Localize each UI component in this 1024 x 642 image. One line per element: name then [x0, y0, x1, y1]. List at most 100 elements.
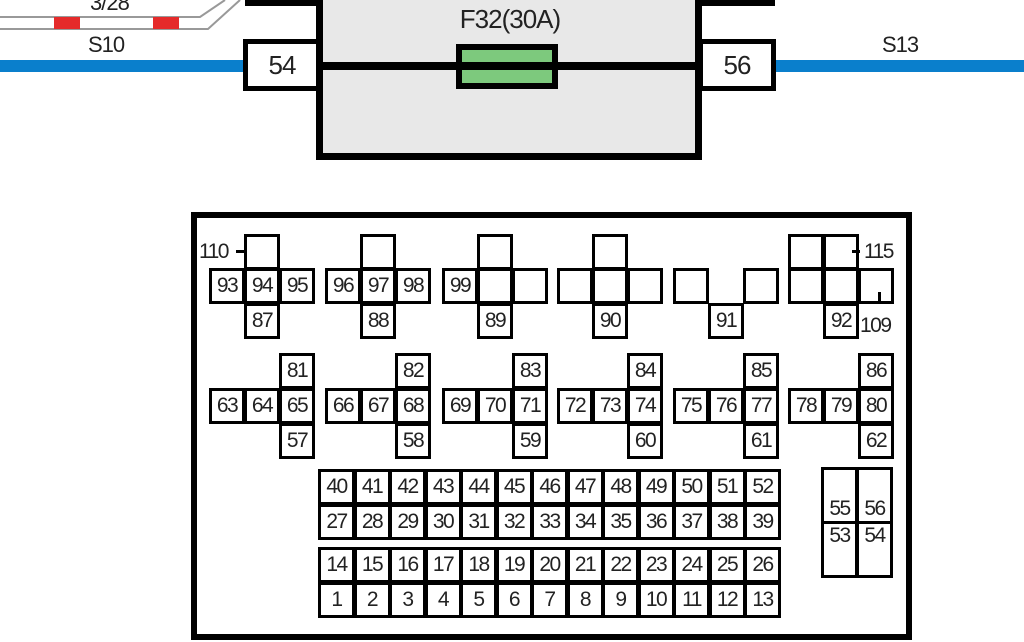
pin-97: 97 [360, 268, 396, 304]
pin-33: 33 [531, 504, 568, 540]
pin-empty [858, 268, 894, 304]
pin-73: 73 [592, 388, 628, 424]
callout-right_top: 115 [864, 240, 894, 263]
callout-right_bottom: 109 [860, 314, 892, 337]
pin-88: 88 [360, 303, 396, 339]
callout-left: 110 [199, 240, 229, 263]
pin-10: 10 [637, 582, 675, 618]
pin-84: 84 [627, 353, 663, 389]
pin-50: 50 [673, 469, 710, 505]
pin-87: 87 [244, 303, 280, 339]
pin-66: 66 [325, 388, 361, 424]
wire-s13-label: S13 [882, 32, 919, 57]
pin-79: 79 [823, 388, 859, 424]
pin-93: 93 [209, 268, 245, 304]
pin-61: 61 [743, 423, 779, 459]
pin-62: 62 [858, 423, 894, 459]
fuse-f32[interactable] [456, 44, 558, 89]
pin-5: 5 [460, 582, 497, 618]
pin-90: 90 [592, 303, 628, 339]
pin-16: 16 [389, 547, 426, 583]
pin-2: 2 [353, 582, 391, 618]
pin-78: 78 [788, 388, 824, 424]
pin-57: 57 [279, 423, 315, 459]
pin-81: 81 [279, 353, 315, 389]
pin-8: 8 [566, 582, 604, 618]
connector-top-left-bar [245, 0, 320, 6]
callout-tick [236, 250, 244, 253]
pin-empty [477, 268, 513, 304]
pin-empty [360, 234, 396, 270]
pin-54: 54 [243, 39, 321, 91]
pin-28: 28 [353, 504, 391, 540]
pin-48: 48 [602, 469, 639, 505]
pin-empty [592, 234, 628, 270]
pin-74: 74 [627, 388, 663, 424]
pin-64: 64 [244, 388, 280, 424]
pin-empty [592, 268, 628, 304]
pin-43: 43 [424, 469, 462, 505]
pin-18: 18 [460, 547, 497, 583]
pin-32: 32 [495, 504, 533, 540]
pin-91: 91 [708, 303, 744, 339]
pin-76: 76 [708, 388, 744, 424]
pin-15: 15 [353, 547, 391, 583]
pin-empty [512, 268, 548, 304]
pin-77: 77 [743, 388, 779, 424]
pin-22: 22 [602, 547, 639, 583]
pin-34: 34 [566, 504, 604, 540]
pin-95: 95 [279, 268, 315, 304]
pin-56: 56 [698, 39, 776, 91]
wire-s10 [0, 60, 250, 72]
pin-26: 26 [744, 547, 781, 583]
pin-empty [477, 234, 513, 270]
pin-72: 72 [557, 388, 593, 424]
pin-25: 25 [708, 547, 746, 583]
pin-empty [823, 268, 859, 304]
wire-s13 [770, 60, 1024, 72]
pin-46: 46 [531, 469, 568, 505]
pin-empty [673, 268, 709, 304]
pin-21: 21 [566, 547, 604, 583]
pin-80: 80 [858, 388, 894, 424]
callout-tick [852, 250, 860, 253]
pin-60: 60 [627, 423, 663, 459]
pin-empty [244, 234, 280, 270]
pin-56: 56 [856, 467, 893, 524]
pin-empty [788, 234, 824, 270]
pin-99: 99 [442, 268, 478, 304]
pin-65: 65 [279, 388, 315, 424]
pin-58: 58 [395, 423, 431, 459]
pin-51: 51 [708, 469, 746, 505]
pin-7: 7 [531, 582, 568, 618]
pin-44: 44 [460, 469, 497, 505]
pin-71: 71 [512, 388, 548, 424]
pin-23: 23 [637, 547, 675, 583]
pin-empty [557, 268, 593, 304]
pin-1: 1 [318, 582, 355, 618]
pin-59: 59 [512, 423, 548, 459]
pin-27: 27 [318, 504, 355, 540]
pin-37: 37 [673, 504, 710, 540]
pin-4: 4 [424, 582, 462, 618]
pin-67: 67 [360, 388, 396, 424]
pin-empty [788, 268, 824, 304]
pin-29: 29 [389, 504, 426, 540]
pin-98: 98 [395, 268, 431, 304]
pin-85: 85 [743, 353, 779, 389]
pin-9: 9 [602, 582, 639, 618]
callout-tick [878, 292, 881, 304]
pin-30: 30 [424, 504, 462, 540]
pin-55: 55 [821, 467, 858, 524]
pin-75: 75 [673, 388, 709, 424]
wire-s10-label: S10 [88, 32, 125, 57]
pin-45: 45 [495, 469, 533, 505]
pin-96: 96 [325, 268, 361, 304]
pin-39: 39 [744, 504, 781, 540]
pin-6: 6 [495, 582, 533, 618]
harness-label: 3/28 [88, 0, 131, 16]
pin-17: 17 [424, 547, 462, 583]
pin-empty [743, 268, 779, 304]
pin-empty [627, 268, 663, 304]
pin-83: 83 [512, 353, 548, 389]
